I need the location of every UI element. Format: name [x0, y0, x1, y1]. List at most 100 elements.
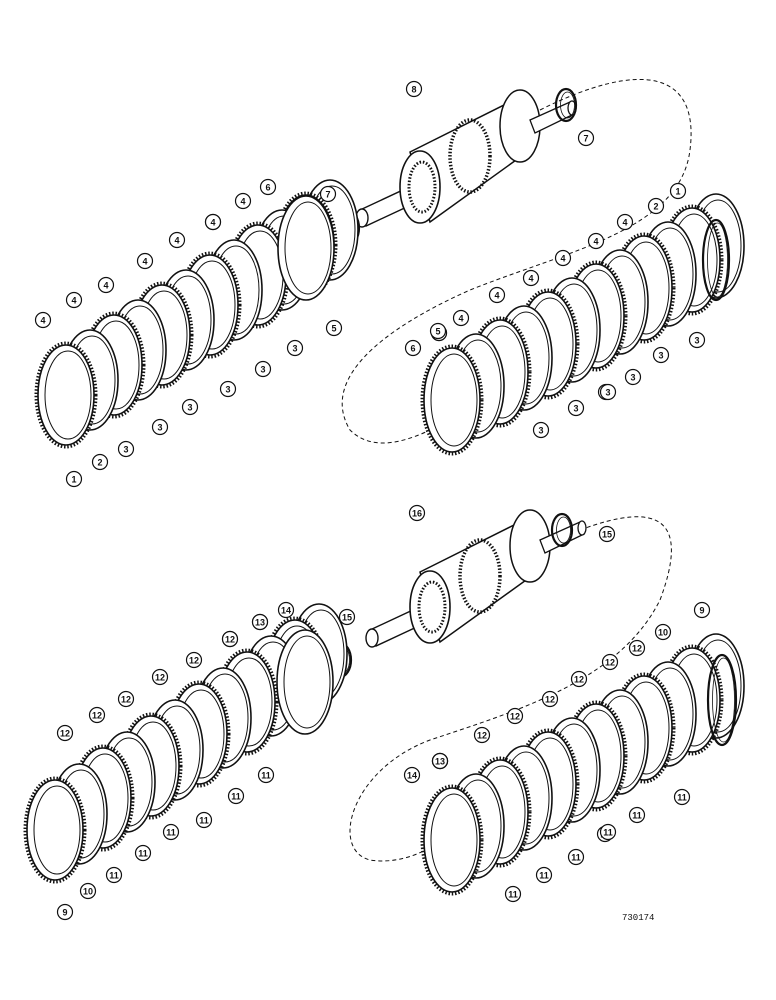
lower-callout: 15: [338, 608, 356, 626]
upper-callout: 3: [532, 421, 550, 439]
svg-text:13: 13: [255, 618, 265, 628]
lower-callout: 11: [567, 848, 585, 866]
lower-callout: 16: [408, 504, 426, 522]
lower-callout: 11: [105, 866, 123, 884]
lower-callout: 11: [162, 823, 180, 841]
upper-callout: 4: [554, 249, 572, 267]
lower-callout: 12: [151, 668, 169, 686]
svg-text:2: 2: [97, 458, 102, 468]
svg-text:4: 4: [210, 218, 215, 228]
lower-callout: 11: [504, 885, 522, 903]
svg-text:7: 7: [583, 134, 588, 144]
upper-right-plate: [420, 344, 484, 456]
svg-text:12: 12: [60, 729, 70, 739]
svg-text:4: 4: [40, 316, 45, 326]
lower-callout: 12: [221, 630, 239, 648]
svg-text:3: 3: [694, 336, 699, 346]
svg-text:11: 11: [508, 890, 518, 900]
svg-text:11: 11: [138, 849, 148, 859]
svg-text:3: 3: [157, 423, 162, 433]
svg-text:7: 7: [325, 190, 330, 200]
svg-text:3: 3: [605, 388, 610, 398]
upper-callout: 2: [647, 197, 665, 215]
upper-callout: 4: [234, 192, 252, 210]
lower-callout: 9: [56, 903, 74, 921]
upper-callout: 3: [624, 368, 642, 386]
lower-callout: 11: [628, 806, 646, 824]
svg-text:10: 10: [83, 887, 93, 897]
upper-callout: 2: [91, 453, 109, 471]
svg-text:12: 12: [121, 695, 131, 705]
svg-text:5: 5: [331, 324, 336, 334]
svg-text:3: 3: [630, 373, 635, 383]
lower-callout: 12: [473, 726, 491, 744]
svg-text:11: 11: [603, 828, 613, 838]
lower-right-plate: [420, 784, 484, 896]
svg-text:11: 11: [677, 793, 687, 803]
lower-callout: 12: [541, 690, 559, 708]
svg-text:15: 15: [602, 530, 612, 540]
lower-callout: 10: [79, 882, 97, 900]
svg-text:16: 16: [412, 509, 422, 519]
svg-text:3: 3: [538, 426, 543, 436]
svg-text:3: 3: [292, 344, 297, 354]
lower-callout: 11: [227, 787, 245, 805]
lower-callout: 11: [257, 766, 275, 784]
svg-text:4: 4: [71, 296, 76, 306]
svg-text:12: 12: [155, 673, 165, 683]
svg-text:4: 4: [458, 314, 463, 324]
svg-text:15: 15: [342, 613, 352, 623]
svg-text:11: 11: [632, 811, 642, 821]
upper-callout: 4: [168, 231, 186, 249]
lower-callout: 10: [654, 623, 672, 641]
svg-text:10: 10: [658, 628, 668, 638]
upper-callout: 3: [567, 399, 585, 417]
upper-callout: 6: [259, 178, 277, 196]
lower-callout: 12: [601, 653, 619, 671]
upper-callout: 1: [669, 182, 687, 200]
upper-right-snap-ring: [701, 218, 731, 302]
svg-text:11: 11: [231, 792, 241, 802]
lower-callout: 9: [693, 601, 711, 619]
lower-callout: 11: [673, 788, 691, 806]
svg-text:9: 9: [62, 908, 67, 918]
svg-text:12: 12: [605, 658, 615, 668]
svg-text:9: 9: [699, 606, 704, 616]
lower-callout: 12: [88, 706, 106, 724]
upper-left-piston: [277, 195, 335, 301]
lower-callout: 11: [134, 844, 152, 862]
svg-text:5: 5: [435, 327, 440, 337]
drawing-number: 730174: [622, 913, 655, 923]
upper-left-plate: [34, 341, 98, 449]
svg-text:11: 11: [261, 771, 271, 781]
svg-text:12: 12: [189, 656, 199, 666]
upper-callout: 7: [319, 185, 337, 203]
upper-callout: 4: [97, 276, 115, 294]
lower-callouts: 9101111111111111212121212121212131415151…: [56, 504, 711, 921]
svg-text:12: 12: [574, 675, 584, 685]
lower-left-piston: [276, 629, 334, 735]
upper-callout: 3: [181, 398, 199, 416]
lower-callout: 12: [56, 724, 74, 742]
svg-text:12: 12: [510, 712, 520, 722]
lower-clutch-assembly: [23, 509, 745, 896]
lower-left-plate: [23, 776, 87, 884]
upper-callout: 6: [404, 339, 422, 357]
upper-callout: 3: [688, 331, 706, 349]
svg-text:11: 11: [539, 871, 549, 881]
svg-text:4: 4: [103, 281, 108, 291]
lower-callout: 13: [251, 613, 269, 631]
svg-text:4: 4: [593, 237, 598, 247]
svg-text:12: 12: [632, 644, 642, 654]
lower-callout: 15: [598, 525, 616, 543]
lower-snap-ring: [550, 512, 574, 548]
svg-text:3: 3: [260, 365, 265, 375]
upper-callout: 4: [522, 269, 540, 287]
upper-callout: 4: [65, 291, 83, 309]
upper-callout: 3: [219, 380, 237, 398]
upper-callout: 8: [405, 80, 423, 98]
svg-text:4: 4: [528, 274, 533, 284]
svg-text:4: 4: [622, 218, 627, 228]
svg-text:1: 1: [71, 475, 76, 485]
